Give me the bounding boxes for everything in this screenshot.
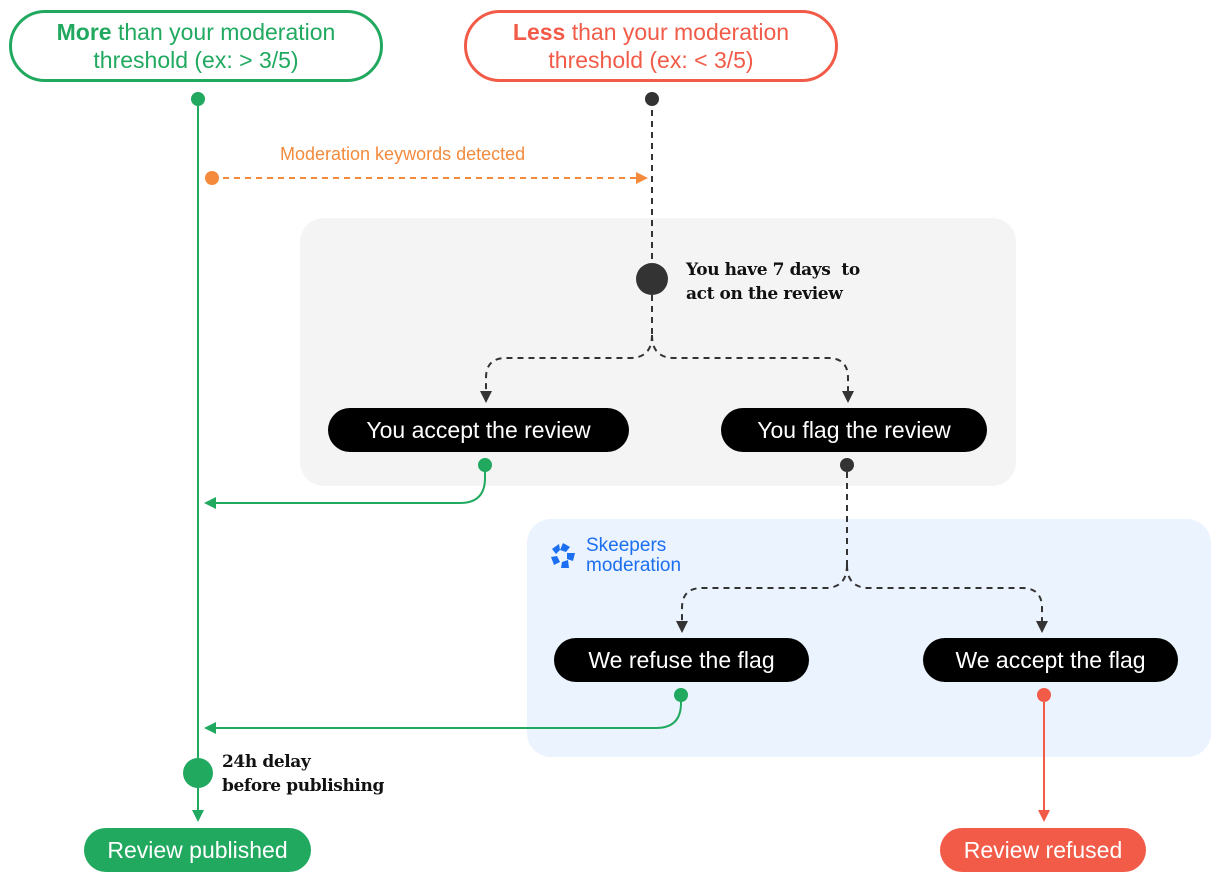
more-line1-rest: than your moderation [111, 19, 336, 45]
accept-flag-dot [1037, 688, 1051, 702]
less-start-dot [645, 92, 659, 106]
split-left-branch [480, 334, 653, 403]
delay-note: 24h delay before publishing [222, 750, 384, 798]
keywords-label: Moderation keywords detected [280, 144, 526, 164]
days-node [636, 263, 668, 295]
brand-line2: moderation [586, 555, 682, 576]
more-line2: threshold (ex: > 3/5) [93, 47, 299, 73]
flag-review-node: You flag the review [721, 408, 987, 452]
accept-review-return [204, 465, 486, 509]
review-refused-result: Review refused [940, 828, 1146, 872]
more-start-dot [191, 92, 205, 106]
refuse-flag-node: We refuse the flag [554, 638, 809, 682]
refuse-flag-return [204, 695, 682, 734]
days-note-line1: You have 7 days to [686, 260, 860, 280]
skeepers-right-branch [846, 564, 1048, 633]
days-note: You have 7 days to act on the review [686, 258, 860, 306]
skeepers-brand: Skeepers moderation [548, 536, 681, 576]
accept-review-node: You accept the review [328, 408, 629, 452]
skeepers-logo-icon [551, 543, 575, 568]
review-published-result: Review published [84, 828, 311, 872]
less-than-threshold-box: Less than your moderation threshold (ex:… [464, 10, 838, 82]
days-note-line2: act on the review [686, 284, 843, 304]
more-than-threshold-box: More than your moderation threshold (ex:… [9, 10, 383, 82]
flag-review-dot [840, 458, 854, 472]
split-right-branch [651, 334, 854, 403]
more-bold-word: More [56, 19, 112, 45]
skeepers-left-branch [676, 564, 848, 633]
less-line1-rest: than your moderation [565, 19, 790, 45]
delay-note-line2: before publishing [222, 776, 384, 796]
accept-flag-node: We accept the flag [923, 638, 1178, 682]
less-line2: threshold (ex: < 3/5) [548, 47, 754, 73]
delay-note-line1: 24h delay [222, 752, 311, 772]
keywords-dot [205, 171, 219, 185]
brand-line1: Skeepers [586, 535, 667, 556]
less-bold-word: Less [512, 19, 566, 45]
delay-node [183, 758, 213, 788]
